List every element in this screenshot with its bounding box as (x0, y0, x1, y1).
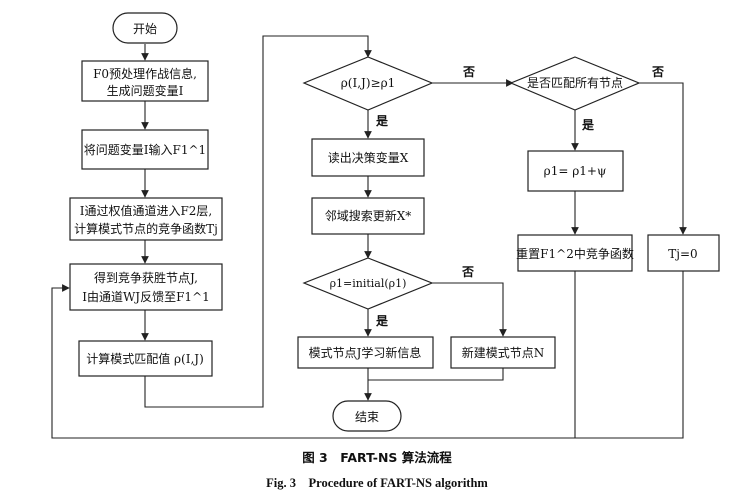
node-increase-vigilance-label: ρ1= ρ1+ψ (544, 164, 607, 178)
edge-label-d3-yes: 是 (581, 118, 595, 132)
node-neighborhood-search-label: 邻域搜索更新X* (325, 208, 412, 223)
node-compute-competition-line1: I通过权值通道进入F2层, (80, 203, 213, 218)
node-winner-line2: I由通道WJ反馈至F1^1 (82, 290, 210, 304)
node-preprocess-line1: F0预处理作战信息, (93, 66, 197, 81)
node-reset-competition: 重置F1^2中竞争函数 (516, 234, 634, 272)
edges (51, 35, 687, 439)
node-zero-competition: Tj=0 (647, 234, 720, 272)
node-zero-competition-label: Tj=0 (668, 247, 697, 261)
decision-match-threshold-label: ρ(I,J)≥ρ1 (341, 76, 396, 90)
node-learn-new-info: 模式节点J学习新信息 (297, 336, 434, 369)
node-winner: 得到竞争获胜节点J, I由通道WJ反馈至F1^1 (69, 263, 223, 311)
node-learn-new-info-label: 模式节点J学习新信息 (309, 345, 422, 360)
node-read-decision-label: 读出决策变量X (328, 150, 409, 165)
node-match-value-label: 计算模式匹配值 ρ(I,J) (86, 351, 204, 366)
caption-chinese: 图 3 FART-NS 算法流程 (302, 450, 452, 465)
decision-initial-vigilance: ρ1=initial(ρ1) (302, 257, 434, 310)
node-preprocess-line2: 生成问题变量I (107, 83, 184, 98)
decision-all-nodes-matched-label: 是否匹配所有节点 (527, 76, 623, 90)
node-input-variable: 将问题变量I输入F1^1 (81, 129, 209, 170)
node-new-pattern-label: 新建模式节点N (462, 345, 545, 360)
decision-match-threshold: ρ(I,J)≥ρ1 (302, 56, 434, 111)
node-start-label: 开始 (133, 22, 157, 36)
node-end-label: 结束 (355, 410, 379, 424)
node-reset-competition-label: 重置F1^2中竞争函数 (516, 246, 634, 261)
node-read-decision: 读出决策变量X (311, 138, 425, 177)
caption-english: Fig. 3 Procedure of FART-NS algorithm (266, 476, 488, 490)
edge-labels: 是 否 是 否 是 否 (375, 65, 664, 328)
decision-initial-vigilance-label: ρ1=initial(ρ1) (330, 277, 407, 290)
node-new-pattern: 新建模式节点N (450, 336, 556, 369)
node-winner-line1: 得到竞争获胜节点J, (94, 270, 198, 285)
edge-label-d1-yes: 是 (375, 114, 389, 128)
edge-label-d2-yes: 是 (375, 314, 389, 328)
node-match-value: 计算模式匹配值 ρ(I,J) (78, 340, 213, 377)
node-input-variable-label: 将问题变量I输入F1^1 (84, 142, 206, 157)
decision-all-nodes-matched: 是否匹配所有节点 (509, 56, 641, 111)
node-compute-competition: I通过权值通道进入F2层, 计算模式节点的竞争函数Tj (69, 197, 223, 241)
edge-label-d2-no: 否 (461, 265, 474, 279)
node-preprocess: F0预处理作战信息, 生成问题变量I (81, 60, 209, 102)
node-neighborhood-search: 邻域搜索更新X* (311, 197, 425, 235)
node-start: 开始 (112, 12, 178, 44)
edge-label-d3-no: 否 (651, 65, 664, 79)
node-end: 结束 (332, 400, 402, 432)
edge-label-d1-no: 否 (462, 65, 475, 79)
node-increase-vigilance: ρ1= ρ1+ψ (527, 150, 624, 192)
node-compute-competition-line2: 计算模式节点的竞争函数Tj (74, 221, 218, 236)
